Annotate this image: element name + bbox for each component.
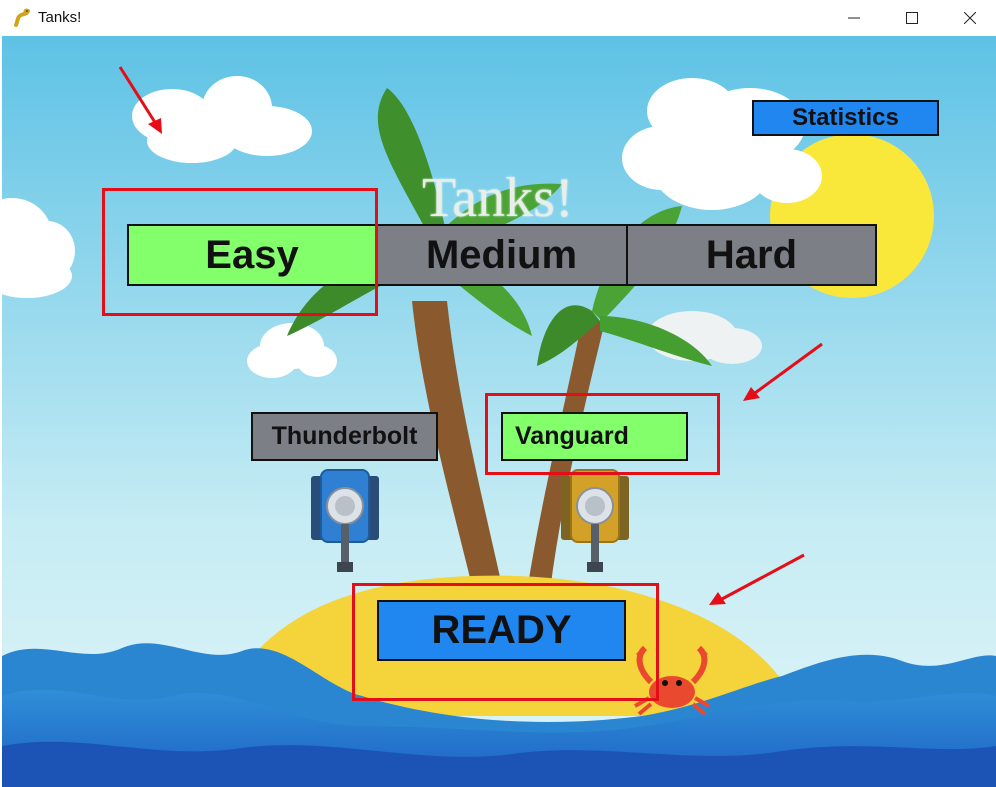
game-canvas: Tanks! Statistics Easy Medium Hard Thund… — [2, 36, 996, 787]
sea — [2, 643, 996, 787]
close-icon — [964, 12, 976, 24]
title-bar: Tanks! — [0, 0, 996, 36]
ready-button[interactable]: READY — [377, 600, 626, 661]
cloud-small — [247, 323, 337, 378]
annotation-arrow-tank — [743, 342, 823, 401]
annotation-arrow-ready — [709, 553, 805, 605]
cloud-left — [2, 198, 75, 298]
window-title: Tanks! — [38, 9, 82, 26]
island-background — [2, 36, 996, 787]
tank-thunderbolt-button[interactable]: Thunderbolt — [251, 412, 438, 461]
difficulty-hard-button[interactable]: Hard — [626, 224, 877, 286]
game-title: Tanks! — [422, 167, 574, 229]
close-button[interactable] — [947, 0, 993, 36]
difficulty-medium-button[interactable]: Medium — [375, 224, 628, 286]
vanguard-tank-sprite[interactable] — [557, 468, 633, 580]
annotation-box-ready — [352, 583, 659, 701]
pygame-snake-icon — [14, 8, 30, 27]
thunderbolt-tank-sprite[interactable] — [307, 468, 383, 580]
crab-icon — [634, 645, 710, 716]
minimize-icon — [848, 17, 860, 19]
annotation-box-tank — [485, 393, 720, 475]
annotation-arrows — [118, 66, 823, 605]
annotation-arrow-difficulty — [118, 66, 162, 134]
maximize-button[interactable] — [889, 0, 935, 36]
maximize-icon — [906, 12, 918, 24]
difficulty-easy-button[interactable]: Easy — [127, 224, 377, 286]
minimize-button[interactable] — [831, 0, 877, 36]
cloud-top — [132, 76, 312, 163]
tank-vanguard-button[interactable]: Vanguard — [501, 412, 688, 461]
statistics-button[interactable]: Statistics — [752, 100, 939, 136]
annotation-box-difficulty — [102, 188, 378, 316]
